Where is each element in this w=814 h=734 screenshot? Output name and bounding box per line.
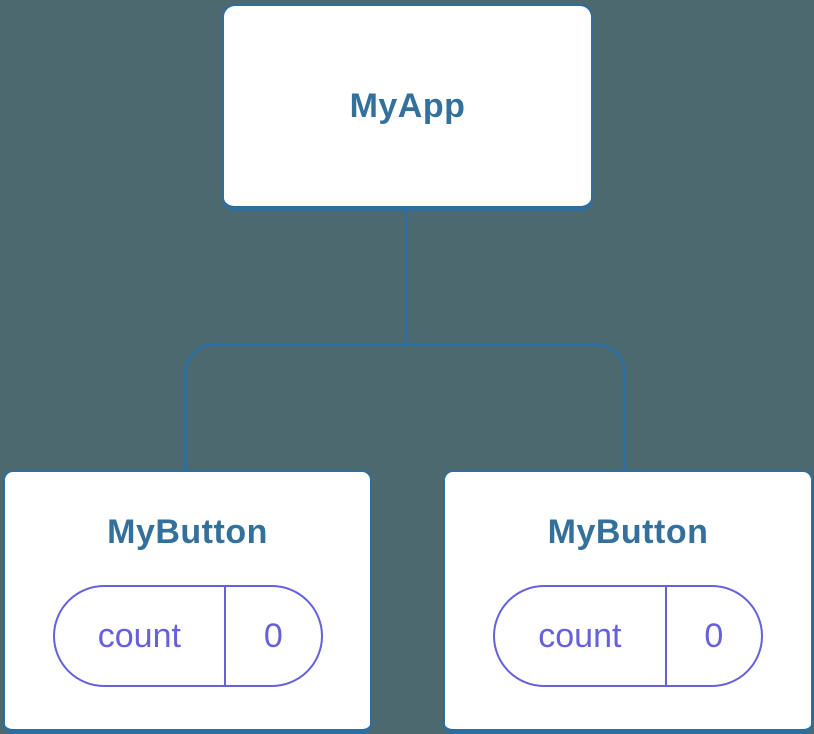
- child-component-node-mybutton-right: MyButton count 0: [443, 470, 813, 734]
- state-name: count: [55, 586, 227, 685]
- state-value: 0: [704, 616, 724, 655]
- component-title: MyButton: [107, 512, 268, 551]
- component-title: MyApp: [349, 87, 466, 125]
- root-component-node-myapp: MyApp: [222, 4, 593, 211]
- state-value: 0: [263, 616, 283, 655]
- state-pill: count 0: [493, 584, 763, 687]
- tree-connector-bracket: [184, 343, 626, 470]
- child-component-node-mybutton-left: MyButton count 0: [3, 470, 372, 734]
- component-title: MyButton: [547, 512, 709, 551]
- state-pill: count 0: [52, 584, 323, 687]
- tree-connector-stem: [405, 209, 408, 345]
- state-name: count: [495, 586, 667, 685]
